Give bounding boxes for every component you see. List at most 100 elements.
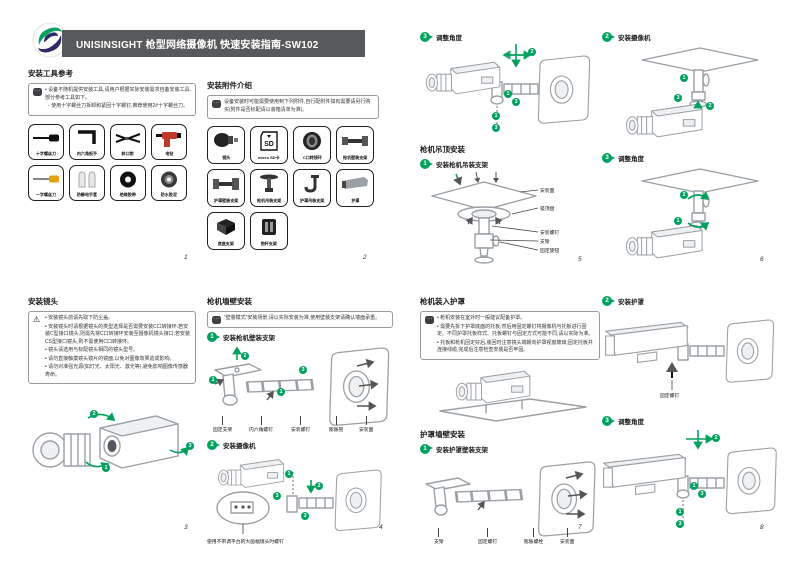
accessory-base-bracket: 底座支架 <box>207 212 245 250</box>
callout-1: 1 <box>285 470 293 478</box>
step-number-pin: 1 <box>207 332 220 342</box>
step-install-camera: 2 安装摄像机 <box>602 32 778 42</box>
step-number-pin: 1 <box>420 159 433 169</box>
callout-1: 1 <box>492 112 500 120</box>
diagram-label: 安装面 <box>540 189 555 194</box>
diagram-label: 膨胀管 <box>329 416 343 433</box>
gloves-icon <box>78 170 96 187</box>
callout-1: 1 <box>680 74 688 82</box>
section-title-housing-wall: 护罩墙壁安装 <box>420 429 465 439</box>
callout-2: 2 <box>90 410 98 418</box>
wall-camera-install-illustration: 1 2 3 3 <box>207 452 393 538</box>
note-line: 需要先拆下护罩底面的托板,然后用固定螺钉将摄像机与托板进行固定。不同护罩托板样式… <box>437 324 595 339</box>
accessory-camera-wall-bracket: 枪机壁装支架 <box>336 126 374 164</box>
note-icon <box>212 316 221 324</box>
step-number-pin: 1 <box>420 443 433 454</box>
diagram-label: 支架 <box>434 528 444 545</box>
accessory-sd-card: SD micro SD卡 <box>250 126 288 164</box>
note-box-accessories: 设备安装时可能需要使用到下列附件,自行配附件如有需要请另行购买(附件是否标配请以… <box>207 95 379 119</box>
warning-line: 安装镜头前请先取下防尘盖。 <box>45 315 191 323</box>
flat-screwdriver-icon <box>33 175 59 182</box>
ceiling-bracket-icon <box>260 174 278 192</box>
callout-2: 2 <box>241 352 249 360</box>
base-bracket-icon <box>217 219 235 235</box>
lens-icon <box>214 133 238 147</box>
page-number: 8 <box>760 524 764 531</box>
screw-label: 固定螺钉 <box>660 394 680 399</box>
ceiling-camera-install-illustration: 1 3 2 <box>602 42 778 145</box>
note-line: 托板和枪机固定好后,装回时注意镜头端朝向护罩视窗玻璃;固定托板并连接线缆,完成后… <box>437 340 595 355</box>
pliers-icon <box>115 132 141 143</box>
note-line: 设备不随机提供安装工具,请用户根据实际安装需求自备安装工具,部分参考工具如下。 <box>45 87 191 102</box>
note-icon <box>425 316 434 324</box>
callout-3: 3 <box>698 490 706 498</box>
diagram-label: 固定旋钮 <box>540 249 560 254</box>
housing-adjust-illustration: 2 1 3 1 3 <box>602 426 782 534</box>
section-title-tools: 安装工具参考 <box>28 69 73 78</box>
page-2-accessories: 安装附件介绍 设备安装时可能需要使用到下列附件,自行配附件如有需要请另行购买(附… <box>207 80 379 261</box>
step-adjust-angle: 3 调整角度 <box>602 416 782 426</box>
section-title-wall: 枪机墙壁安装 <box>207 297 252 306</box>
page-8-housing-steps: 2 安装护罩 固定螺钉 3 调整角度 <box>602 296 782 534</box>
note-line: “壁装模式”安装场景,请以实际安装为准,使用壁装支架请确认墙面承重。 <box>224 315 381 321</box>
callout-1: 1 <box>102 464 110 472</box>
callout-3: 3 <box>299 366 307 374</box>
callout-3: 3 <box>492 124 500 132</box>
page-5-ceiling-install: 3 调整角度 2 1 3 1 3 枪机吊顶安装 1 <box>420 32 596 272</box>
accessory-camera-ceiling-bracket: 枪机吊装支架 <box>250 169 288 207</box>
page-3-install-lens: 安装镜头 ⚠ 安装镜头前请先取下防尘盖。 安装镜头时请根据镜头的类型选择是否需要… <box>28 296 196 531</box>
diagram-label: 固定螺钉 <box>478 528 497 545</box>
drill-icon <box>156 131 181 147</box>
adapter-ring-icon <box>303 132 321 150</box>
page-1-tools: 安装工具参考 设备不随机提供安装工具,请用户根据实际安装需求自备安装工具,部分参… <box>28 68 196 261</box>
step-number-pin: 2 <box>602 32 615 42</box>
warning-icon: ⚠ <box>33 315 41 324</box>
accessory-housing-wall-bracket: 护罩壁装支架 <box>207 169 245 207</box>
accessories-grid: 镜头 SD micro SD卡 C口转接环 <box>207 126 379 250</box>
section-title-accessories: 安装附件介绍 <box>207 81 252 90</box>
step-install-ceiling-bracket: 1 安装枪机吊装支架 <box>420 159 596 169</box>
section-title-housing: 枪机装入护罩 <box>420 297 465 306</box>
document-title: UNISINSIGHT 枪型网络摄像机 快速安装指南-SW102 <box>76 40 319 51</box>
housing-bracket-diagram: 支架 固定螺钉 膨胀螺栓 安装面 <box>420 456 600 546</box>
tool-insulating-tape: 绝缘胶带 <box>110 164 146 201</box>
lens-install-illustration: 2 1 3 <box>28 398 196 488</box>
accessory-c-mount-adapter: C口转接环 <box>293 126 331 164</box>
page-number: 4 <box>379 524 383 531</box>
callout-1: 1 <box>277 388 285 396</box>
phillips-screwdriver-icon <box>33 134 59 141</box>
note-icon <box>212 100 221 108</box>
step-adjust-angle: 3 调整角度 <box>602 153 778 163</box>
page-number: 1 <box>184 254 188 261</box>
tool-drill: 电钻 <box>151 123 187 160</box>
accessory-pole-bracket: 抱杆支架 <box>250 212 288 250</box>
wall-bracket-diagram: 2 1 3 1 固定支架 内六角螺钉 安装螺钉 膨胀管 安装面 <box>207 344 393 436</box>
callout-2: 2 <box>528 48 536 56</box>
section-title-ceiling: 枪机吊顶安装 <box>420 145 465 154</box>
tool-antistatic-gloves: 防静电手套 <box>69 164 105 201</box>
diagram-label: 安装螺钉 <box>540 231 560 236</box>
page-number: 5 <box>578 256 582 263</box>
tools-grid: 十字螺丝刀 内六角扳手 斜口钳 <box>28 123 196 201</box>
page-4-wall-install: 枪机墙壁安装 “壁装模式”安装场景,请以实际安装为准,使用壁装支架请确认墙面承重… <box>207 296 393 545</box>
diagram-label: 膨胀螺栓 <box>524 528 543 545</box>
warning-line: 安装镜头时请根据镜头的类型选择是否需要安装C口转接环:若安装C型接口镜头,则需先… <box>45 324 191 347</box>
note-box-housing: 枪机安装在室外时一般建议配备护罩。 需要先拆下护罩底面的托板,然后用固定螺钉将摄… <box>420 311 600 360</box>
ceiling-bracket-diagram: 安装面 吸顶盘 安装螺钉 支架 固定旋钮 <box>420 171 596 272</box>
accessory-lens: 镜头 <box>207 126 245 164</box>
note-line: 设备安装时可能需要使用到下列附件,自行配附件如有需要请另行购买(附件是否标配请以… <box>224 99 371 113</box>
callout-1: 1 <box>674 217 682 225</box>
note-icon <box>33 88 42 96</box>
callout-1: 1 <box>676 508 684 516</box>
sd-card-icon: SD <box>260 131 278 151</box>
callout-1: 1 <box>690 482 698 490</box>
tool-waterproof-tape: 防水胶泥 <box>151 164 187 201</box>
diagram-label: 安装面 <box>560 528 574 545</box>
housing-install-illustration: 固定螺钉 <box>602 306 782 406</box>
tool-allen-wrench: 内六角扳手 <box>69 123 105 160</box>
step-number-pin: 3 <box>602 416 615 426</box>
diagram-label: 吸顶盘 <box>540 207 555 212</box>
accessory-housing-pendant-bracket: 护罩吊装支架 <box>293 169 331 207</box>
callout-3: 3 <box>273 492 281 500</box>
diagram-label: 安装面 <box>359 416 373 433</box>
